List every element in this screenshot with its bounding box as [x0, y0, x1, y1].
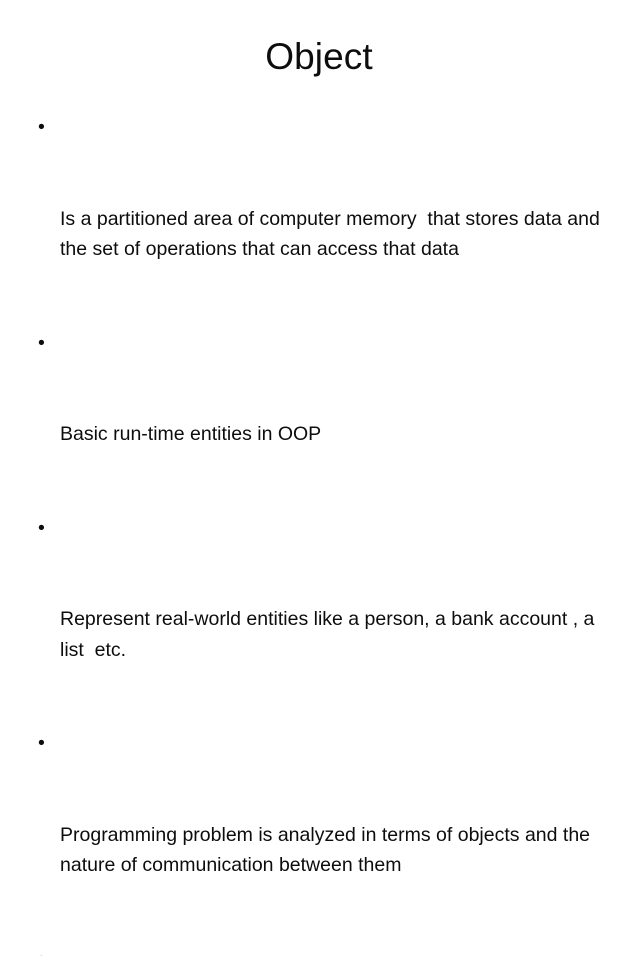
list-item: • Is a partitioned area of computer memo… — [30, 112, 608, 326]
slide-canvas: Object • Is a partitioned area of comput… — [0, 0, 638, 478]
list-item: • Basic run-time entities in OOP — [30, 328, 608, 511]
bullet-list: • Is a partitioned area of computer memo… — [30, 112, 608, 956]
bullet-point-icon: • — [38, 112, 52, 143]
list-item-text: Is a partitioned area of computer memory… — [60, 204, 608, 265]
bullet-point-icon: • — [38, 328, 52, 359]
list-item-text: Programming problem is analyzed in terms… — [60, 820, 608, 881]
page-title: Object — [0, 34, 638, 80]
bullet-point-icon: • — [38, 513, 52, 544]
bullet-point-icon: • — [38, 728, 52, 759]
list-item: • Represent real-world entities like a p… — [30, 513, 608, 727]
list-item-text: Represent real-world entities like a per… — [60, 604, 608, 665]
list-item-text: Basic run-time entities in OOP — [60, 419, 608, 450]
list-item: • Programming problem is analyzed in ter… — [30, 728, 608, 942]
bullet-point-icon: • — [38, 944, 52, 956]
list-item: • Objects take up space in memory and ha… — [30, 944, 608, 956]
